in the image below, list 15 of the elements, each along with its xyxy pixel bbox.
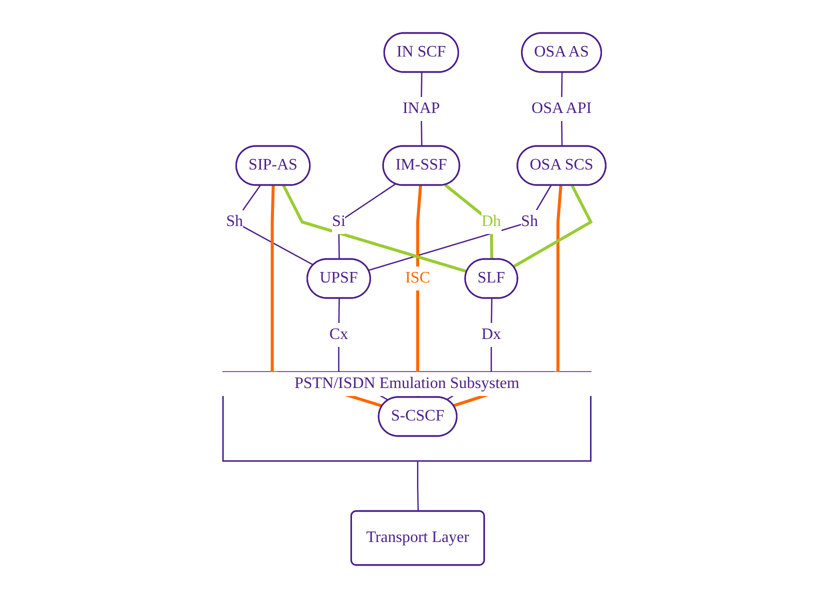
edge-label: Dx [482, 325, 502, 342]
connector [512, 184, 593, 268]
edge-label: INAP [402, 100, 440, 116]
edge-label: Sh [226, 212, 244, 230]
connector [444, 183, 494, 260]
edge-label: Cx [330, 325, 348, 342]
connector [417, 460, 419, 511]
edge-label: Si [332, 212, 346, 230]
edge-label: Dh [482, 212, 502, 230]
edge-label: ISC [405, 268, 430, 286]
connector [338, 182, 396, 259]
connector [368, 184, 552, 270]
edge-label: Sh [521, 212, 538, 230]
edge-label: OSA API [532, 100, 592, 116]
connector [282, 184, 468, 273]
